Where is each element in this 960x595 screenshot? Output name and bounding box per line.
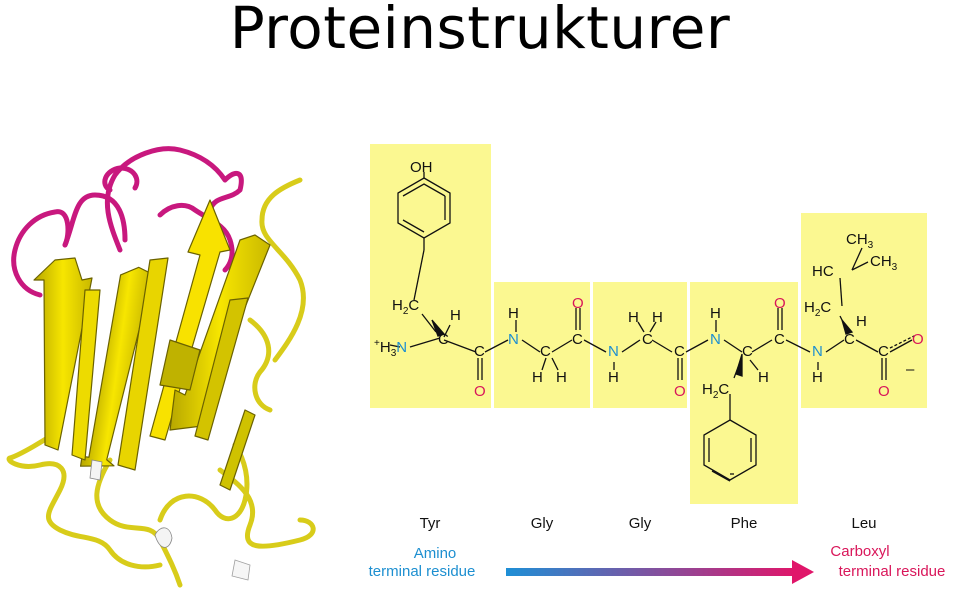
atom-labels: OH H2C H +H3N C C O N H C H H C O N H C … — [374, 159, 924, 401]
beta-strands — [33, 199, 271, 491]
gly1-h2-label: H — [556, 369, 567, 386]
leu-ch3-top-label: CH3 — [846, 231, 874, 251]
gly2-h1-label: H — [628, 309, 639, 326]
leu-carbonyl-c-label: C — [878, 343, 889, 360]
leu-nh-label: H — [812, 369, 823, 386]
carboxyl-terminal-label-line2: terminal residue — [839, 563, 946, 580]
residue-label-tyr: Tyr — [420, 515, 441, 532]
gly2-h2-label: H — [652, 309, 663, 326]
leu-ch3-right-label: CH3 — [870, 253, 898, 273]
amino-h3n-label: +H3N — [374, 338, 407, 359]
magenta-loops — [11, 146, 244, 298]
tyr-h-label: H — [450, 307, 461, 324]
residue-label-gly1: Gly — [531, 515, 554, 532]
direction-arrow — [506, 560, 814, 584]
phe-o-label: O — [774, 295, 786, 312]
phe-n-label: N — [710, 331, 721, 348]
phe-carbonyl-c-label: C — [774, 331, 785, 348]
leu-highlight-box — [801, 213, 927, 408]
peptide-structure-diagram: OH H2C H +H3N C C O N H C H H C O N H C … — [369, 144, 946, 584]
gly1-carbonyl-c-label: C — [572, 331, 583, 348]
leu-carboxylate-o-label: O — [912, 331, 924, 348]
gly2-o-label: O — [674, 383, 686, 400]
phe-h-label: H — [758, 369, 769, 386]
tyr-h2c-label: H2C — [392, 297, 419, 317]
residue-label-leu: Leu — [851, 515, 876, 532]
leu-h-label: H — [856, 313, 867, 330]
gly1-nh-label: H — [508, 305, 519, 322]
carboxylate-charge-label: – — [906, 361, 915, 378]
leu-hc-label: HC — [812, 263, 834, 280]
leu-alpha-c-label: C — [844, 331, 855, 348]
page-title: Proteinstrukturer — [229, 0, 731, 62]
gly2-nh-label: H — [608, 369, 619, 386]
tyr-carbonyl-c-label: C — [474, 343, 485, 360]
gly1-highlight-box — [494, 282, 590, 408]
hydroxyl-label: OH — [410, 159, 433, 176]
amino-terminal-label-line2: terminal residue — [369, 563, 476, 580]
gly2-carbonyl-c-label: C — [674, 343, 685, 360]
gly1-alpha-c-label: C — [540, 343, 551, 360]
residue-labels: Tyr Gly Gly Phe Leu — [420, 515, 877, 532]
bonds — [389, 172, 915, 482]
gly2-alpha-c-label: C — [642, 331, 653, 348]
coil-loops — [6, 177, 316, 588]
protein-ribbon-illustration — [6, 146, 316, 588]
gly2-highlight-box — [593, 282, 687, 408]
gly1-n-label: N — [508, 331, 519, 348]
gly2-n-label: N — [608, 343, 619, 360]
strand-highlights — [89, 459, 251, 581]
carboxyl-terminal-label-line1: Carboxyl — [830, 543, 889, 560]
residue-label-phe: Phe — [731, 515, 758, 532]
leu-o-label: O — [878, 383, 890, 400]
phe-alpha-c-label: C — [742, 343, 753, 360]
tyr-alpha-c-label: C — [438, 331, 449, 348]
amino-terminal-label-line1: Amino — [414, 545, 457, 562]
gly1-o-label: O — [572, 295, 584, 312]
tyr-o-label: O — [474, 383, 486, 400]
gly1-h1-label: H — [532, 369, 543, 386]
leu-h2c-label: H2C — [804, 299, 831, 319]
phe-h2c-label: H2C — [702, 381, 729, 401]
residue-label-gly2: Gly — [629, 515, 652, 532]
phe-nh-label: H — [710, 305, 721, 322]
leu-n-label: N — [812, 343, 823, 360]
tyr-highlight-box — [370, 144, 491, 408]
